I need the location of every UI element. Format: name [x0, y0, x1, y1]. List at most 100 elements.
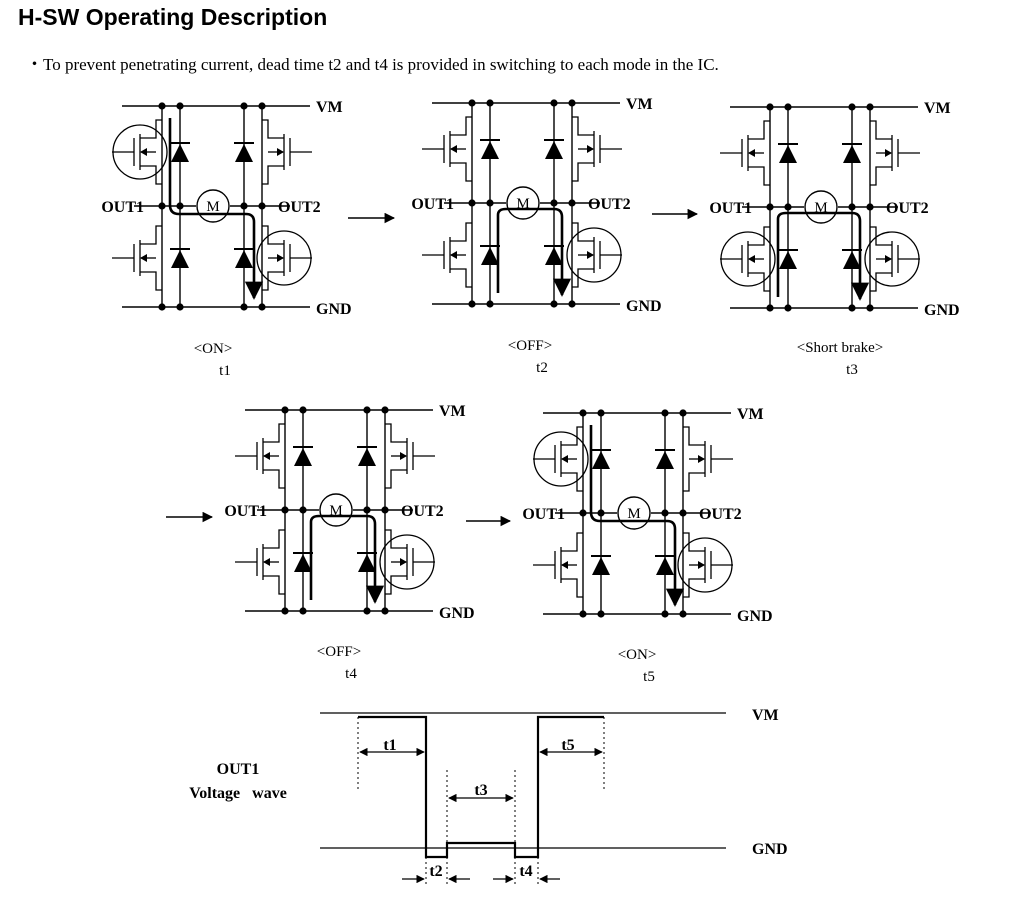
node-dot	[381, 406, 389, 414]
diode-icon	[171, 250, 189, 268]
mosfet-icon	[720, 120, 770, 186]
interval-label: t5	[561, 737, 574, 754]
current-path	[496, 207, 572, 297]
active-switch-circle	[533, 431, 589, 487]
current-path	[776, 211, 870, 301]
vm-label: VM	[924, 100, 951, 117]
diode-icon	[171, 144, 189, 162]
motor-icon	[506, 186, 540, 220]
node-dot	[381, 506, 389, 514]
out2-label: OUT2	[886, 200, 929, 217]
interval-label: t4	[519, 863, 532, 880]
description: ・To prevent penetrating current, dead ti…	[26, 55, 719, 74]
motor-label: M	[627, 506, 640, 522]
node-dot	[568, 300, 576, 308]
mosfet-icon	[112, 119, 162, 185]
mosfet-icon	[572, 116, 622, 182]
out1-label: OUT1	[224, 503, 267, 520]
page-title: H-SW Operating Description	[18, 4, 328, 30]
node-dot	[281, 406, 289, 414]
mosfet-icon	[262, 119, 312, 185]
mosfet-icon	[533, 426, 583, 492]
diode-icon	[656, 557, 674, 575]
out2-label: OUT2	[278, 199, 321, 216]
motor-icon	[319, 493, 353, 527]
out1-label: OUT1	[411, 196, 454, 213]
node-dot	[381, 607, 389, 615]
node-dot	[363, 506, 371, 514]
diode-icon	[235, 250, 253, 268]
node-dot	[679, 610, 687, 618]
node-dot	[784, 304, 792, 312]
mosfet-icon	[870, 120, 920, 186]
node-dot	[258, 202, 266, 210]
node-dot	[848, 203, 856, 211]
mosfet-icon	[235, 529, 285, 595]
mosfet-icon	[870, 226, 920, 292]
gnd-label: GND	[439, 605, 475, 622]
mosfet-icon	[683, 532, 733, 598]
node-dot	[579, 409, 587, 417]
node-dot	[176, 303, 184, 311]
out2-label: OUT2	[588, 196, 631, 213]
diode-icon	[592, 451, 610, 469]
node-dot	[240, 102, 248, 110]
diode-icon	[779, 251, 797, 269]
mosfet-icon	[683, 426, 733, 492]
mosfet-icon	[385, 529, 435, 595]
mosfet-icon	[572, 222, 622, 288]
node-dot	[299, 506, 307, 514]
diode-icon	[779, 145, 797, 163]
node-dot	[766, 304, 774, 312]
out1-label: OUT1	[522, 506, 565, 523]
gnd-label: GND	[924, 302, 960, 319]
diode-icon	[545, 141, 563, 159]
node-dot	[597, 409, 605, 417]
gnd-label: GND	[626, 298, 662, 315]
waveform-signal-label: Voltage wave	[189, 785, 287, 802]
node-dot	[486, 300, 494, 308]
node-dot	[661, 409, 669, 417]
active-switch-circle	[720, 231, 776, 287]
interval-label: t3	[474, 782, 487, 799]
out1-voltage-waveform	[320, 712, 726, 885]
node-dot	[579, 509, 587, 517]
node-dot	[158, 303, 166, 311]
active-switch-circle	[379, 534, 435, 590]
node-dot	[848, 103, 856, 111]
out1-label: OUT1	[709, 200, 752, 217]
mode-caption: <ON>	[194, 341, 233, 357]
diode-icon	[358, 554, 376, 572]
node-dot	[679, 409, 687, 417]
node-dot	[299, 607, 307, 615]
node-dot	[258, 102, 266, 110]
node-dot	[597, 610, 605, 618]
node-dot	[550, 300, 558, 308]
node-dot	[784, 103, 792, 111]
diode-icon	[656, 451, 674, 469]
mosfet-icon	[422, 222, 472, 288]
mode-caption: <OFF>	[317, 644, 361, 660]
node-dot	[176, 202, 184, 210]
time-caption: t3	[846, 362, 858, 378]
mode-caption: <ON>	[618, 647, 657, 663]
node-dot	[158, 102, 166, 110]
node-dot	[579, 610, 587, 618]
waveform-signal-label: OUT1	[217, 761, 260, 778]
diode-icon	[481, 141, 499, 159]
diode-icon	[592, 557, 610, 575]
diode-icon	[843, 251, 861, 269]
time-caption: t2	[536, 360, 548, 376]
out2-label: OUT2	[401, 503, 444, 520]
diode-icon	[843, 145, 861, 163]
vm-label: VM	[316, 99, 343, 116]
node-dot	[299, 406, 307, 414]
motor-icon	[804, 190, 838, 224]
node-dot	[866, 304, 874, 312]
node-dot	[240, 303, 248, 311]
